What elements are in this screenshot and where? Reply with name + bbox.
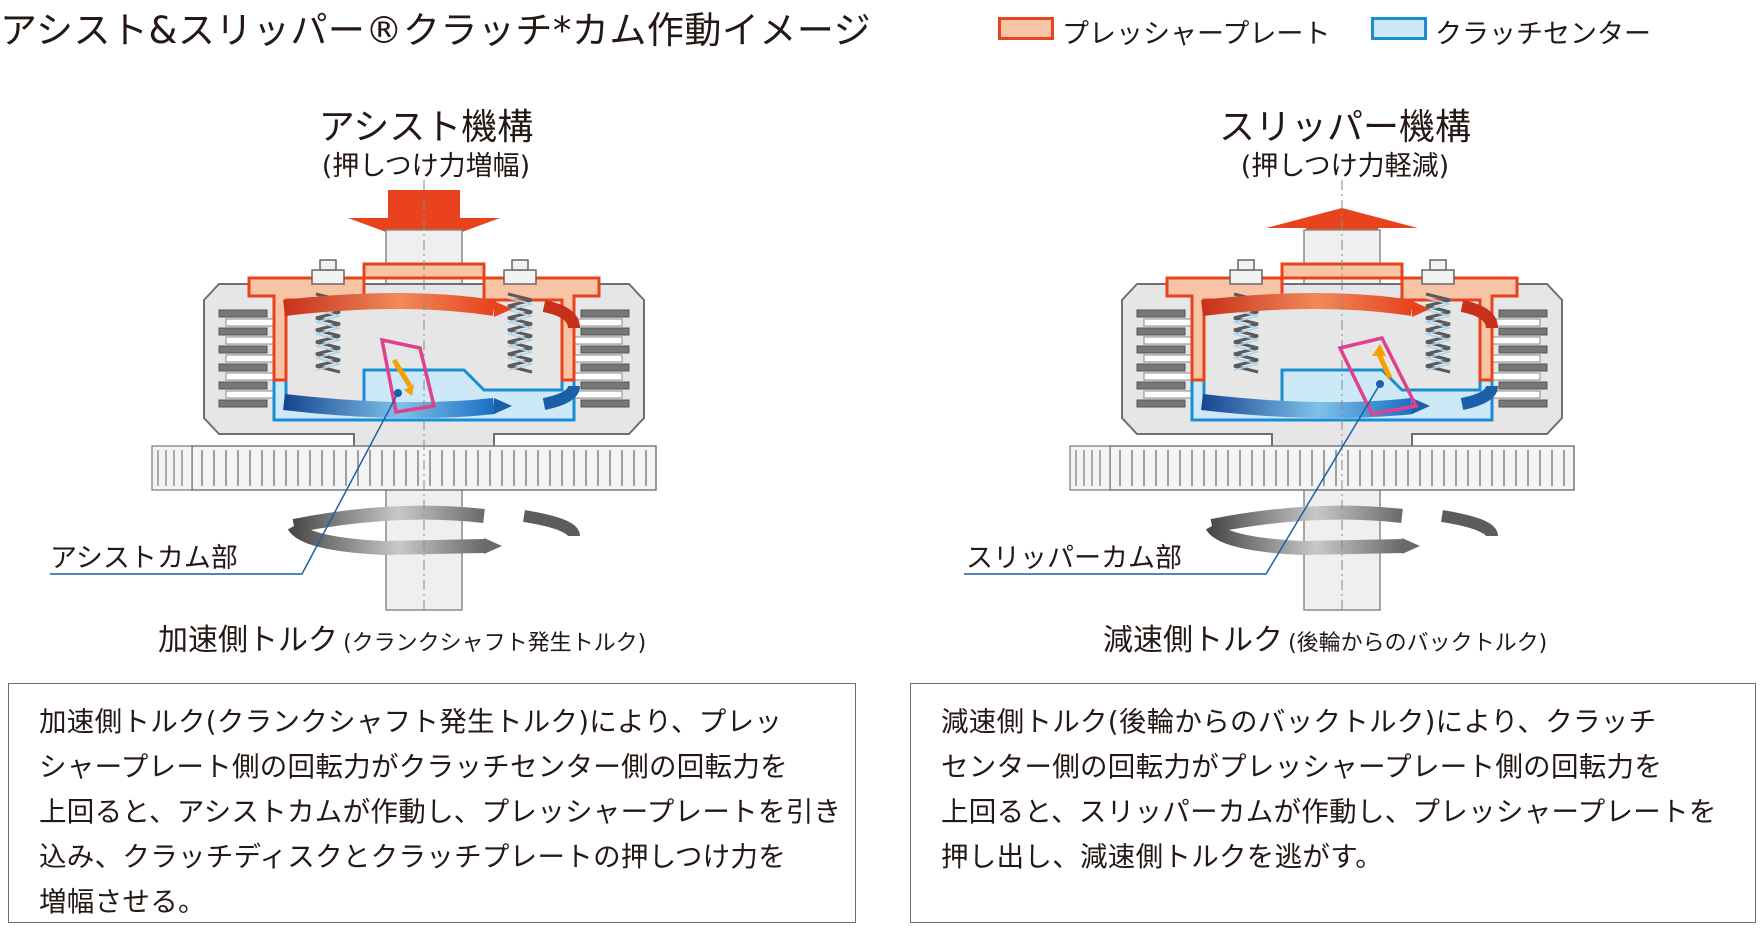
slipper-torque-note: (後輪からのバックトルク) xyxy=(1288,631,1548,656)
slipper-mechanism-subtitle: (押しつけ力軽減) xyxy=(1240,151,1450,182)
assist-description-line: シャープレート側の回転力がクラッチセンター側の回転力を xyxy=(39,751,788,783)
assist-torque-note: (クランクシャフト発生トルク) xyxy=(343,631,647,656)
slipper-description-line: 減速側トルク(後輪からのバックトルク)により、クラッチ xyxy=(941,706,1657,738)
slipper-cam-callout: スリッパーカム部 xyxy=(966,543,1182,574)
slipper-description-box: 減速側トルク(後輪からのバックトルク)により、クラッチ センター側の回転力がプレ… xyxy=(910,683,1756,923)
slipper-callout-line xyxy=(964,383,1381,575)
assist-mechanism-subtitle: (押しつけ力増幅) xyxy=(321,151,531,182)
assist-callout-line xyxy=(50,392,399,575)
assist-description-line: 上回ると、アシストカムが作動し、プレッシャープレートを引き xyxy=(39,796,842,828)
slipper-description-line: センター側の回転力がプレッシャープレート側の回転力を xyxy=(941,751,1663,783)
slipper-torque-main: 減速側トルク xyxy=(1103,623,1283,658)
assist-mechanism-title: アシスト機構 xyxy=(318,107,534,148)
slipper-torque-caption: 減速側トルク (後輪からのバックトルク) xyxy=(1103,615,1547,659)
slipper-cam-arrow xyxy=(1375,350,1393,380)
page-title: アシスト&スリッパー®クラッチ*カム作動イメージ xyxy=(0,9,872,52)
assist-torque-caption: 加速側トルク (クランクシャフト発生トルク) xyxy=(158,615,646,659)
assist-clutch-assembly xyxy=(152,180,656,610)
assist-description-box: 加速側トルク(クランクシャフト発生トルク)により、プレッ シャープレート側の回転… xyxy=(8,683,856,923)
legend-swatch-pressure-plate xyxy=(998,17,1054,40)
assist-description-line: 込み、クラッチディスクとクラッチプレートの押しつけ力を xyxy=(39,841,787,873)
assist-description-line: 加速側トルク(クランクシャフト発生トルク)により、プレッ xyxy=(39,706,783,738)
slipper-mechanism-title: スリッパー機構 xyxy=(1218,107,1471,148)
slipper-description-line: 押し出し、減速側トルクを逃がす。 xyxy=(941,841,1384,873)
legend-label-pressure-plate: プレッシャープレート xyxy=(1062,19,1331,50)
slipper-description-line: 上回ると、スリッパーカムが作動し、プレッシャープレートを xyxy=(941,796,1717,828)
slipper-cam-highlight xyxy=(1337,335,1419,416)
slipper-clutch-assembly xyxy=(1070,180,1574,610)
assist-cam-highlight xyxy=(379,337,437,414)
assist-cam-arrow xyxy=(391,358,413,388)
assist-torque-main: 加速側トルク xyxy=(158,623,338,658)
legend-label-clutch-center: クラッチセンター xyxy=(1435,19,1651,50)
assist-description-line: 増幅させる。 xyxy=(39,886,206,918)
assist-cam-callout: アシストカム部 xyxy=(50,543,238,574)
legend-swatch-clutch-center xyxy=(1371,17,1427,40)
